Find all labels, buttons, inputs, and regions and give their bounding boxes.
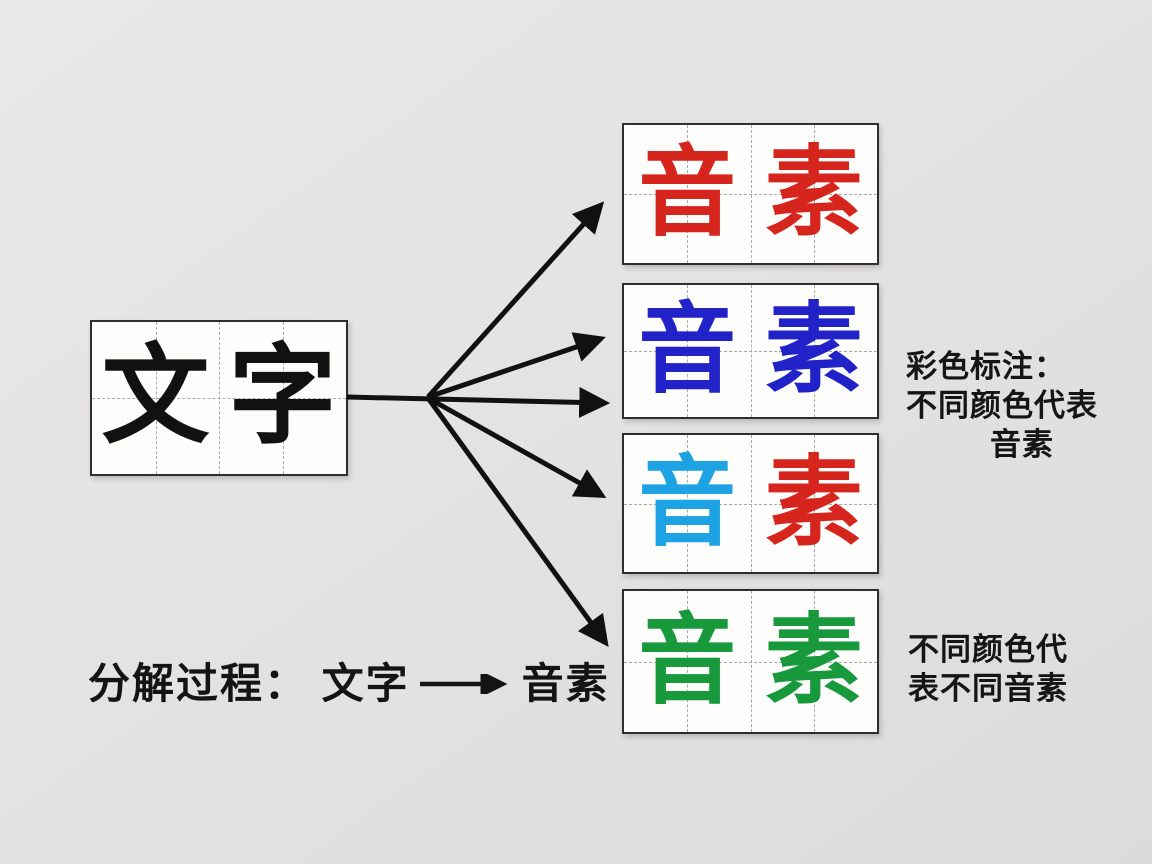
grid-line <box>624 661 877 663</box>
legend-annotation-line: 表不同音素 <box>908 671 1068 706</box>
source-char: 字 <box>228 335 337 456</box>
caption-suffix: 音素 <box>521 660 610 707</box>
phoneme-char: 音 <box>638 604 737 715</box>
grid-line <box>624 351 877 352</box>
source-char: 文 <box>101 335 210 456</box>
source-box: 文 字 <box>90 320 348 476</box>
color-annotation-line: 音素 <box>990 427 1054 462</box>
caption-prefix: 分解过程： 文字 <box>88 660 410 707</box>
phoneme-char: 音 <box>638 446 737 557</box>
phoneme-box-green: 音 素 <box>622 589 879 734</box>
phoneme-box-blue: 音 素 <box>622 283 879 419</box>
color-annotation-line: 彩色标注： <box>906 349 1066 384</box>
phoneme-char: 素 <box>764 137 863 247</box>
arrow-to-phoneme-2 <box>427 332 606 400</box>
phoneme-char: 音 <box>638 137 737 247</box>
grid-line <box>624 194 877 195</box>
phoneme-char: 素 <box>764 446 863 557</box>
arrow-to-phoneme-3 <box>426 395 607 499</box>
color-annotation-line: 不同颜色代表 <box>906 388 1098 423</box>
legend-annotation: 不同颜色代 表不同音素 <box>908 630 1140 708</box>
arrow-to-phoneme-middle <box>346 386 611 418</box>
phoneme-char: 素 <box>764 604 863 715</box>
legend-annotation-line: 不同颜色代 <box>908 632 1068 667</box>
process-caption: 分解过程： 文字 音素 <box>88 650 610 711</box>
phoneme-box-red: 音 素 <box>622 123 879 265</box>
arrow-to-phoneme-4 <box>425 396 609 648</box>
grid-line <box>624 503 877 505</box>
phoneme-box-cyan-red: 音 素 <box>622 433 879 574</box>
arrow-to-phoneme-1 <box>426 201 605 399</box>
phoneme-char: 素 <box>764 294 863 404</box>
color-annotation: 彩色标注： 不同颜色代表 音素 <box>906 347 1138 464</box>
right-arrow-icon <box>419 673 508 694</box>
phoneme-char: 音 <box>638 294 737 404</box>
grid-line <box>92 398 346 399</box>
